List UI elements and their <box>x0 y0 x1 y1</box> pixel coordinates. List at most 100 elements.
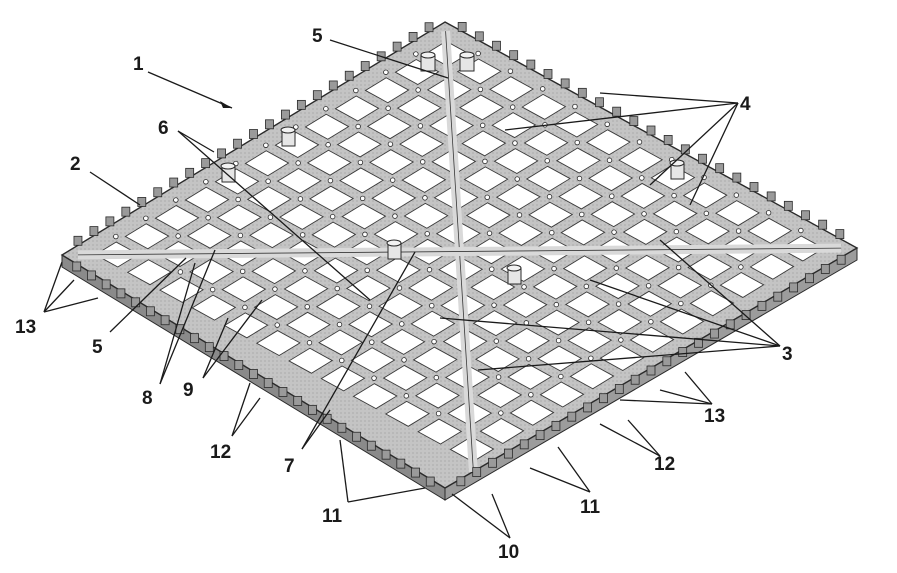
edge-tooth <box>630 374 640 385</box>
edge-tooth <box>201 158 211 169</box>
rib-hole <box>514 176 520 182</box>
rib-hole <box>359 195 366 202</box>
rib-hole <box>272 286 278 292</box>
rib-hole <box>606 157 613 163</box>
edge-tooth <box>698 153 707 164</box>
grid-cell <box>283 275 329 302</box>
grid-cell <box>403 202 449 229</box>
edge-tooth <box>836 254 846 265</box>
grid-cell <box>249 222 295 249</box>
rib-hole <box>293 124 299 130</box>
edge-tooth <box>766 191 776 202</box>
grid-cell <box>618 146 664 173</box>
grid-cell <box>366 113 412 140</box>
grid-cell <box>714 200 760 227</box>
edge-tooth <box>474 31 484 42</box>
edge-tooth <box>662 356 672 367</box>
reference-labels: 1 2 3 4 5 5 6 7 8 9 10 11 11 12 12 13 13 <box>15 26 793 563</box>
post <box>420 51 436 72</box>
label-11-right: 11 <box>580 497 601 518</box>
edge-tooth <box>217 148 226 159</box>
rib-hole <box>323 106 329 112</box>
rib-hole <box>295 160 301 166</box>
edge-tooth <box>749 182 759 192</box>
grid-cell <box>186 222 232 249</box>
edge-tooth <box>694 337 703 348</box>
label-12-right: 12 <box>654 454 675 475</box>
diagonal-ribs <box>77 30 842 473</box>
edge-tooth <box>360 61 370 71</box>
rib-hole <box>482 158 488 165</box>
edge-tooth <box>646 125 656 136</box>
rib-hole <box>675 264 682 271</box>
edge-tooth <box>392 41 402 52</box>
grid-cell <box>560 219 606 246</box>
grid-cell <box>309 185 355 212</box>
grid-cell <box>498 219 544 246</box>
rib-hole <box>366 303 373 309</box>
edge-tooth <box>612 106 622 117</box>
edge-tooth <box>337 422 347 433</box>
edge-tooth <box>381 449 391 460</box>
edge-tooth <box>281 109 290 120</box>
rib-hole <box>429 303 435 309</box>
edge-tooth <box>131 297 141 308</box>
grid-cell <box>504 327 550 354</box>
label-7: 7 <box>284 456 295 477</box>
grid-cell <box>537 345 583 372</box>
rib-hole <box>572 103 578 110</box>
grid-cell <box>682 182 728 209</box>
rib-hole <box>143 215 149 221</box>
post <box>669 159 685 180</box>
rib-hole <box>516 212 523 218</box>
rib-hole <box>403 393 410 399</box>
rib-hole <box>387 141 394 147</box>
rib-hole <box>574 139 580 146</box>
grid-cell <box>408 274 454 301</box>
rib-hole <box>798 227 804 234</box>
grid-cell <box>244 150 290 177</box>
grid-cell <box>479 418 525 444</box>
support-posts <box>220 51 685 285</box>
edge-tooth <box>543 69 553 79</box>
rib-hole <box>415 87 421 93</box>
grid-cell <box>594 273 640 300</box>
edge-tooth <box>583 402 593 413</box>
grid-cell <box>567 327 613 354</box>
rib-hole <box>419 159 426 165</box>
grid-cell <box>749 253 795 280</box>
rib-hole <box>267 214 274 220</box>
edge-tooth <box>680 144 690 155</box>
edge-tooth <box>577 87 587 98</box>
rib-hole <box>424 231 430 237</box>
edge-tooth <box>105 216 115 227</box>
edge-tooth <box>190 333 199 344</box>
grid-cell <box>315 293 361 320</box>
edge-tooth <box>233 138 242 149</box>
label-8: 8 <box>142 388 153 409</box>
diagonal-rib-edge <box>77 247 842 256</box>
edge-tooth <box>599 393 608 404</box>
rib-hole <box>641 211 647 217</box>
grid-cell <box>477 382 523 409</box>
rib-hole <box>431 338 437 345</box>
rib-hole <box>113 233 119 240</box>
rib-hole <box>242 304 248 311</box>
rib-hole <box>353 87 359 94</box>
rib-hole <box>413 51 419 57</box>
edge-tooth <box>116 288 126 299</box>
edge-tooth <box>121 206 131 217</box>
edge-tooth <box>741 310 751 321</box>
edge-connectors <box>72 22 846 487</box>
rib-hole <box>484 194 490 200</box>
grid-cell <box>126 259 172 286</box>
rib-hole <box>385 105 391 111</box>
grid-cell <box>523 129 569 156</box>
grid-cells <box>94 33 825 463</box>
post <box>386 239 402 260</box>
label-3: 3 <box>782 344 793 365</box>
rib-hole <box>304 304 310 310</box>
rib-hole <box>733 192 740 198</box>
grid-cell <box>350 347 396 374</box>
